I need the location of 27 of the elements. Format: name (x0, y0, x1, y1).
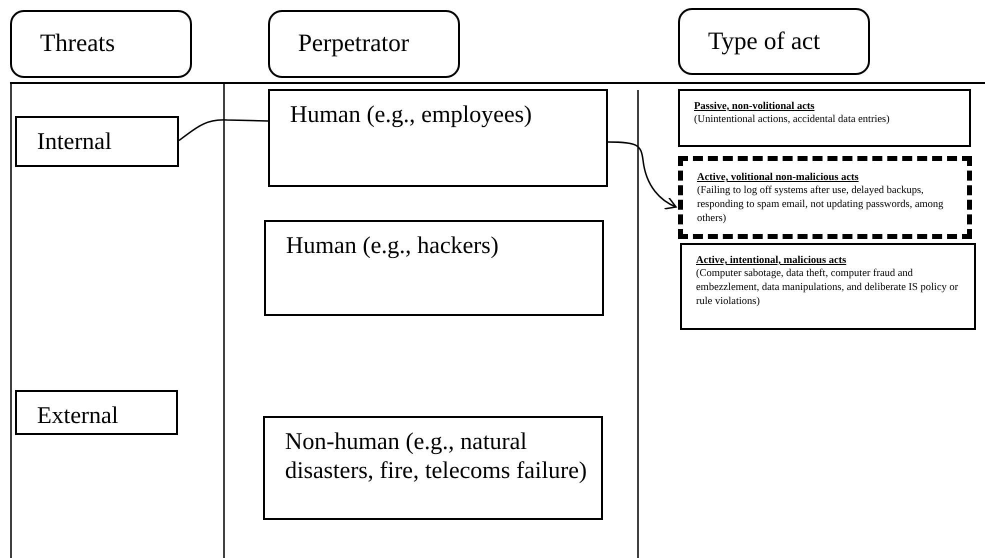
category-box (15, 116, 179, 167)
category-text: Internal (37, 128, 113, 157)
act-heading: Passive, non-volitional acts (694, 100, 816, 113)
category-text: Non-human (e.g., natural disasters, fire, telecoms failure) (285, 428, 588, 486)
category-text: Human (e.g., employees) (290, 101, 533, 130)
header-text: Type of act (708, 26, 820, 57)
category-box (15, 390, 178, 435)
act-description: (Failing to log off systems after use, delayed backups, responding to spam email, not updating passwords, among others) (697, 184, 944, 226)
header-box (10, 10, 192, 78)
act-description: (Computer sabotage, data theft, computer fraud and embezzlement, data manipulations, and deliberate IS policy or rule violations) (696, 267, 960, 309)
act-box (680, 243, 976, 330)
act-heading: Active, volitional non-malicious acts (697, 171, 860, 184)
header-text: Threats (40, 29, 115, 60)
connector-line (178, 119, 268, 142)
act-heading: Active, intentional, malicious acts (696, 254, 848, 267)
act-box (678, 89, 971, 147)
category-box (264, 220, 604, 316)
header-text: Perpetrator (298, 29, 410, 60)
category-text: Human (e.g., hackers) (286, 232, 500, 261)
category-text: External (37, 402, 120, 431)
act-box (678, 156, 972, 239)
header-box (268, 10, 460, 78)
act-description: (Unintentional actions, accidental data entries) (694, 113, 891, 127)
header-box (678, 8, 870, 75)
arrow (608, 141, 677, 210)
category-box (263, 416, 603, 520)
category-box (268, 89, 608, 187)
